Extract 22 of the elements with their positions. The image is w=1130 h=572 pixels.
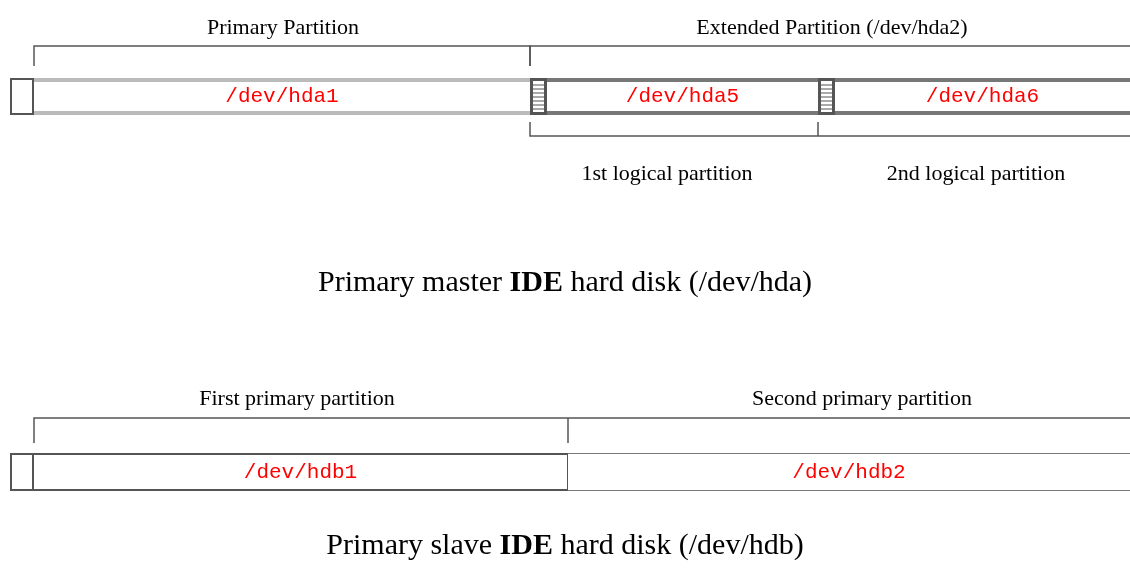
partition-label: 2nd logical partition <box>886 160 1066 186</box>
partition-label: Second primary partition <box>752 385 972 411</box>
partition-segment <box>34 453 568 491</box>
disk-caption: Primary slave IDE hard disk (/dev/hdb) <box>326 527 804 561</box>
disk-caption: Primary master IDE hard disk (/dev/hda) <box>317 264 813 298</box>
partition-label: Extended Partition (/dev/hda2) <box>696 14 968 40</box>
device-name: /dev/hdb1 <box>243 460 358 484</box>
partition-label: 1st logical partition <box>581 160 753 186</box>
device-name: /dev/hda5 <box>625 85 740 108</box>
partition-segment <box>547 78 818 115</box>
partition-segment <box>568 453 1130 491</box>
device-name: /dev/hda1 <box>225 85 339 108</box>
boot-record-block <box>10 78 34 115</box>
device-name: /dev/hdb2 <box>792 460 906 484</box>
extended-boot-record-block <box>530 78 547 115</box>
boot-record-block <box>10 453 34 491</box>
device-name: /dev/hda6 <box>925 85 1040 108</box>
partition-label: Primary Partition <box>206 14 360 40</box>
partition-segment <box>835 78 1130 115</box>
partition-label: First primary partition <box>199 385 395 411</box>
partition-segment <box>34 78 530 115</box>
extended-boot-record-block <box>818 78 835 115</box>
